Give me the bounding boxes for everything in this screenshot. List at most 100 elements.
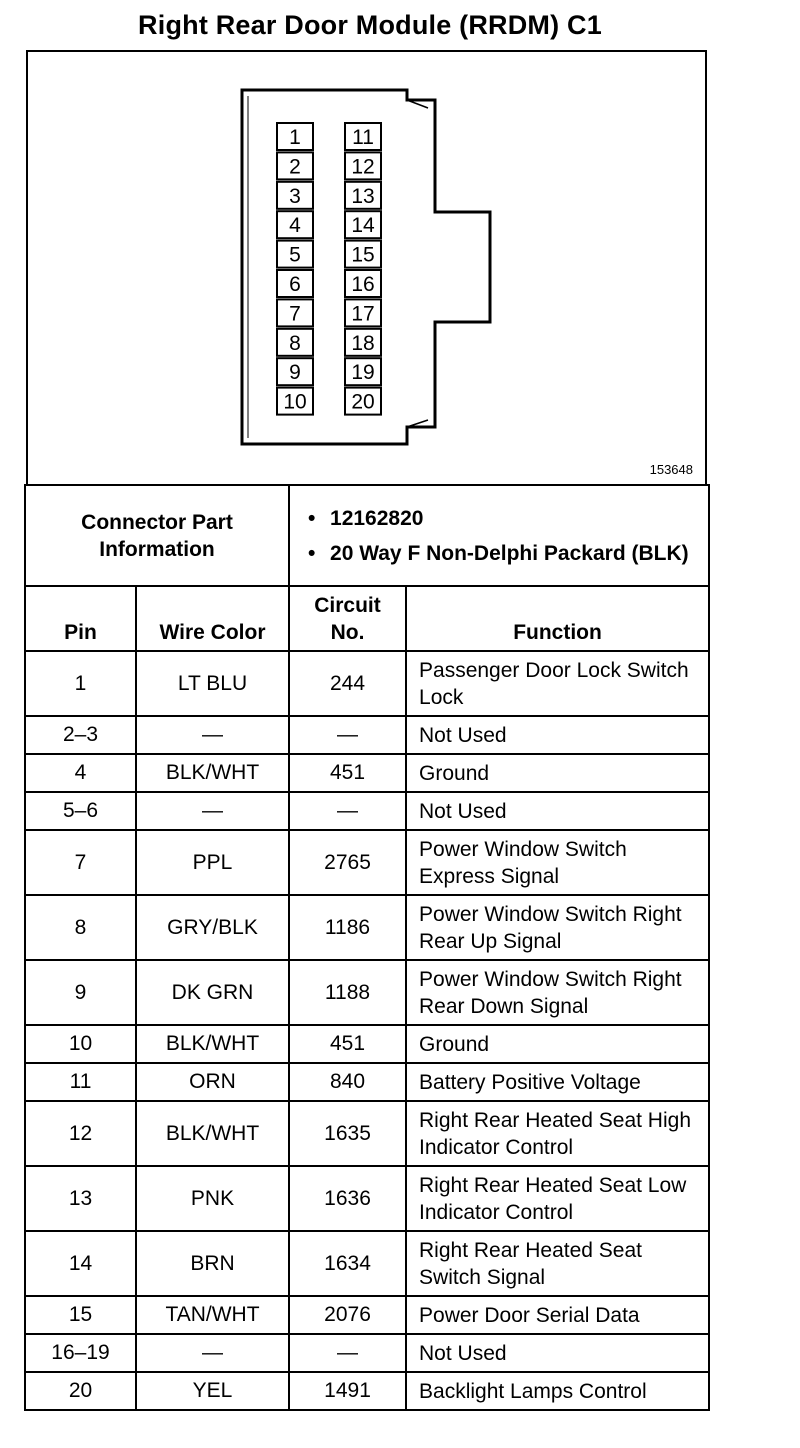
pin-number-label: 10 — [283, 391, 306, 414]
wire-color-cell: GRY/BLK — [134, 894, 291, 961]
pin-cavity — [276, 269, 314, 298]
function-cell: Ground — [405, 1024, 711, 1064]
pin-cavity — [276, 298, 314, 328]
circuit-no-cell: 1186 — [288, 894, 408, 961]
column-header-wire-color: Wire Color — [134, 585, 291, 652]
circuit-no-cell: 244 — [288, 650, 408, 717]
figure-number: 153648 — [649, 462, 693, 477]
circuit-no-cell: 1635 — [288, 1100, 408, 1167]
pin-number-label: 18 — [351, 332, 374, 355]
pin-cell: 7 — [24, 829, 137, 896]
pin-number-label: 14 — [351, 214, 375, 237]
pin-number-label: 2 — [289, 155, 301, 178]
pin-number-label: 19 — [351, 361, 374, 384]
connector-pinout-table: Connector Part Information 12162820 20 W… — [23, 484, 711, 1411]
circuit-no-cell: 2765 — [288, 829, 408, 896]
pin-cell: 14 — [24, 1230, 137, 1297]
wire-color-cell: ORN — [134, 1062, 291, 1102]
wire-color-cell: — — [134, 1333, 291, 1373]
connector-info-label: Connector Part Information — [23, 484, 291, 587]
pin-cavity — [276, 122, 314, 151]
function-cell: Passenger Door Lock Switch Lock — [405, 650, 711, 717]
circuit-no-cell: — — [288, 1333, 408, 1373]
table-row: 2–3——Not Used — [24, 715, 711, 755]
pin-number-label: 20 — [351, 391, 374, 414]
part-number: 12162820 — [308, 505, 698, 532]
pin-cavity — [276, 357, 314, 387]
pin-cavity — [344, 298, 382, 328]
wire-color-cell: BLK/WHT — [134, 1024, 291, 1064]
table-row: 16–19——Not Used — [24, 1333, 711, 1373]
function-cell: Not Used — [405, 715, 711, 755]
pin-number-label: 12 — [351, 155, 374, 178]
function-cell: Not Used — [405, 1333, 711, 1373]
circuit-no-cell: 451 — [288, 753, 408, 793]
pin-cavity — [276, 239, 314, 269]
pin-cell: 5–6 — [24, 791, 137, 831]
circuit-no-cell: — — [288, 715, 408, 755]
pin-cavity — [276, 210, 314, 240]
function-cell: Power Window Switch Right Rear Up Signal — [405, 894, 711, 961]
pin-number-label: 5 — [289, 244, 301, 267]
circuit-no-cell: 451 — [288, 1024, 408, 1064]
wire-color-cell: BRN — [134, 1230, 291, 1297]
wire-color-cell: PPL — [134, 829, 291, 896]
pin-cell: 16–19 — [24, 1333, 137, 1373]
pin-number-label: 1 — [289, 126, 301, 149]
function-cell: Not Used — [405, 791, 711, 831]
column-header-function: Function — [405, 585, 711, 652]
pin-number-label: 17 — [351, 302, 374, 325]
pin-cavity — [276, 327, 314, 357]
pin-cell: 8 — [24, 894, 137, 961]
function-cell: Ground — [405, 753, 711, 793]
pin-cavity — [344, 151, 382, 181]
pin-cell: 15 — [24, 1295, 137, 1335]
column-header-pin: Pin — [24, 585, 137, 652]
pin-cell: 20 — [24, 1371, 137, 1411]
circuit-no-cell: 1188 — [288, 959, 408, 1026]
pin-cell: 10 — [24, 1024, 137, 1064]
pin-cavity — [276, 151, 314, 181]
circuit-no-cell: — — [288, 791, 408, 831]
pin-number-label: 9 — [289, 361, 301, 384]
circuit-no-cell: 1491 — [288, 1371, 408, 1411]
pin-cavity — [344, 386, 382, 416]
wire-color-cell: TAN/WHT — [134, 1295, 291, 1335]
circuit-no-cell: 840 — [288, 1062, 408, 1102]
wire-color-cell: — — [134, 715, 291, 755]
pin-number-label: 16 — [351, 273, 374, 296]
pin-cell: 12 — [24, 1100, 137, 1167]
table-row: 5–6——Not Used — [24, 791, 711, 831]
connector-description: 20 Way F Non-Delphi Packard (BLK) — [308, 540, 698, 567]
pin-number-label: 6 — [289, 273, 301, 296]
function-cell: Battery Positive Voltage — [405, 1062, 711, 1102]
function-cell: Right Rear Heated Seat Switch Signal — [405, 1230, 711, 1297]
pin-cavity — [344, 239, 382, 269]
wire-color-cell: LT BLU — [134, 650, 291, 717]
pin-cavity — [276, 386, 314, 416]
wire-color-cell: YEL — [134, 1371, 291, 1411]
pin-cell: 11 — [24, 1062, 137, 1102]
function-cell: Power Door Serial Data — [405, 1295, 711, 1335]
pin-number-label: 15 — [351, 244, 374, 267]
pin-number-label: 4 — [289, 214, 301, 237]
pin-cavity — [344, 122, 382, 151]
circuit-no-cell: 1634 — [288, 1230, 408, 1297]
pin-number-label: 13 — [351, 185, 374, 208]
function-cell: Power Window Switch Right Rear Down Sign… — [405, 959, 711, 1026]
pin-cell: 2–3 — [24, 715, 137, 755]
wire-color-cell: BLK/WHT — [134, 1100, 291, 1167]
pin-cell: 1 — [24, 650, 137, 717]
pin-number-label: 7 — [289, 302, 301, 325]
